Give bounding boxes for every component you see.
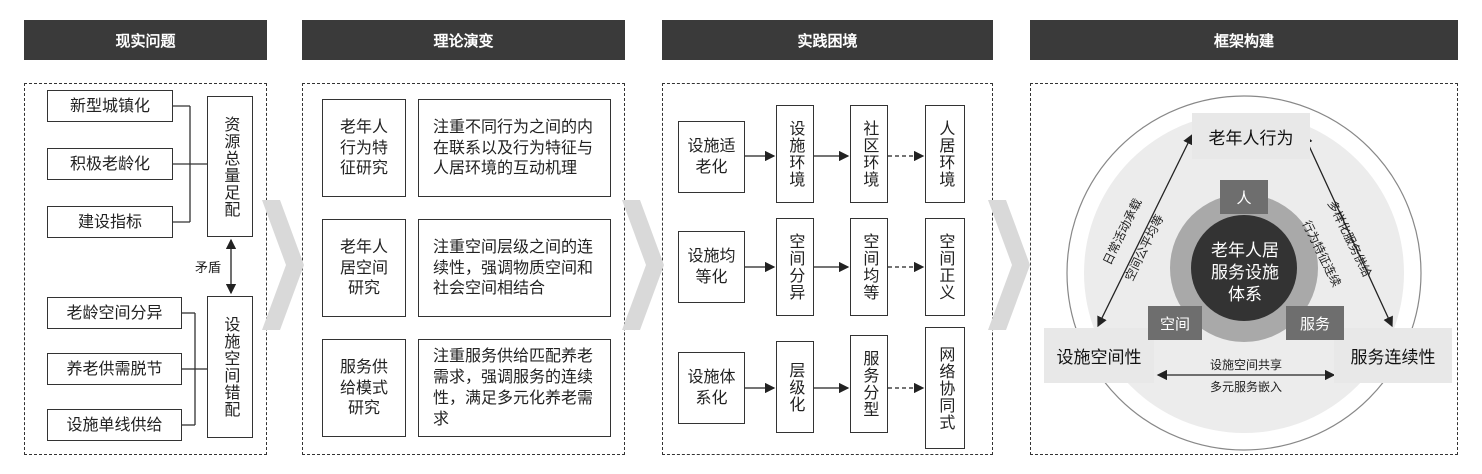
- item-aging-space-differentiation: 老龄空间分异: [47, 297, 182, 329]
- header-real-problems: 现实问题: [24, 20, 267, 60]
- practice-start-aging-friendly: 设施适老化: [678, 121, 745, 193]
- result-facility-mismatch: 设施空间错配: [207, 296, 253, 438]
- practice-start-systematization: 设施体系化: [678, 352, 745, 424]
- practice-step-space-diff: 空间分异: [776, 218, 814, 316]
- theory-desc-behavior: 注重不同行为之间的内在联系以及行为特征与人居环境的互动机理: [418, 99, 611, 197]
- theory-title-service: 服务供给模式研究: [322, 339, 406, 437]
- tag-person: 人: [1220, 180, 1268, 214]
- header-practice-dilemma: 实践困境: [662, 20, 993, 60]
- practice-start-equalization: 设施均等化: [678, 231, 745, 303]
- practice-step-community-env: 社区环境: [850, 105, 888, 203]
- header-framework: 框架构建: [1030, 20, 1458, 60]
- header-theory-evolution: 理论演变: [302, 20, 625, 60]
- panel-framework: [1030, 83, 1458, 455]
- practice-step-space-justice: 空间正义: [925, 218, 965, 316]
- panel-real-problems: [24, 83, 267, 455]
- node-elderly-behavior: 老年人行为: [1192, 113, 1310, 159]
- contradiction-label: 矛盾: [195, 261, 222, 276]
- theory-title-behavior: 老年人行为特征研究: [322, 99, 406, 197]
- center-system-label: 老年人居服务设施体系: [1211, 241, 1279, 306]
- practice-step-service-type: 服务分型: [850, 335, 888, 433]
- tag-space: 空间: [1148, 306, 1202, 340]
- chevron-arrow-icon: [988, 200, 1030, 330]
- item-supply-demand-mismatch: 养老供需脱节: [47, 353, 182, 385]
- item-new-urbanization: 新型城镇化: [47, 90, 173, 122]
- practice-step-living-env: 人居环境: [925, 105, 965, 203]
- practice-step-facility-env: 设施环境: [776, 105, 814, 203]
- theory-title-space: 老年人居空间研究: [322, 219, 406, 317]
- node-facility-space: 设施空间性: [1044, 328, 1154, 383]
- practice-step-network-coop: 网络协同式: [925, 327, 965, 449]
- edge-bottom-label-1: 设施空间共享: [1210, 358, 1283, 372]
- edge-bottom-label-2: 多元服务嵌入: [1210, 380, 1283, 394]
- theory-desc-service: 注重服务供给匹配养老需求，强调服务的连续性，满足多元化养老需求: [418, 339, 611, 437]
- chevron-arrow-icon: [262, 200, 304, 330]
- item-construction-index: 建设指标: [47, 206, 173, 238]
- practice-step-hierarchy: 层级化: [776, 341, 814, 433]
- chevron-arrow-icon: [622, 200, 664, 330]
- tag-service: 服务: [1286, 306, 1344, 340]
- theory-desc-space: 注重空间层级之间的连续性，强调物质空间和社会空间相结合: [418, 219, 611, 317]
- result-resource-sufficient: 资源总量足配: [207, 96, 253, 237]
- item-active-aging: 积极老龄化: [47, 148, 173, 180]
- node-service-continuity: 服务连续性: [1334, 328, 1452, 383]
- practice-step-space-equal: 空间均等: [850, 218, 888, 316]
- item-single-line-supply: 设施单线供给: [47, 409, 182, 441]
